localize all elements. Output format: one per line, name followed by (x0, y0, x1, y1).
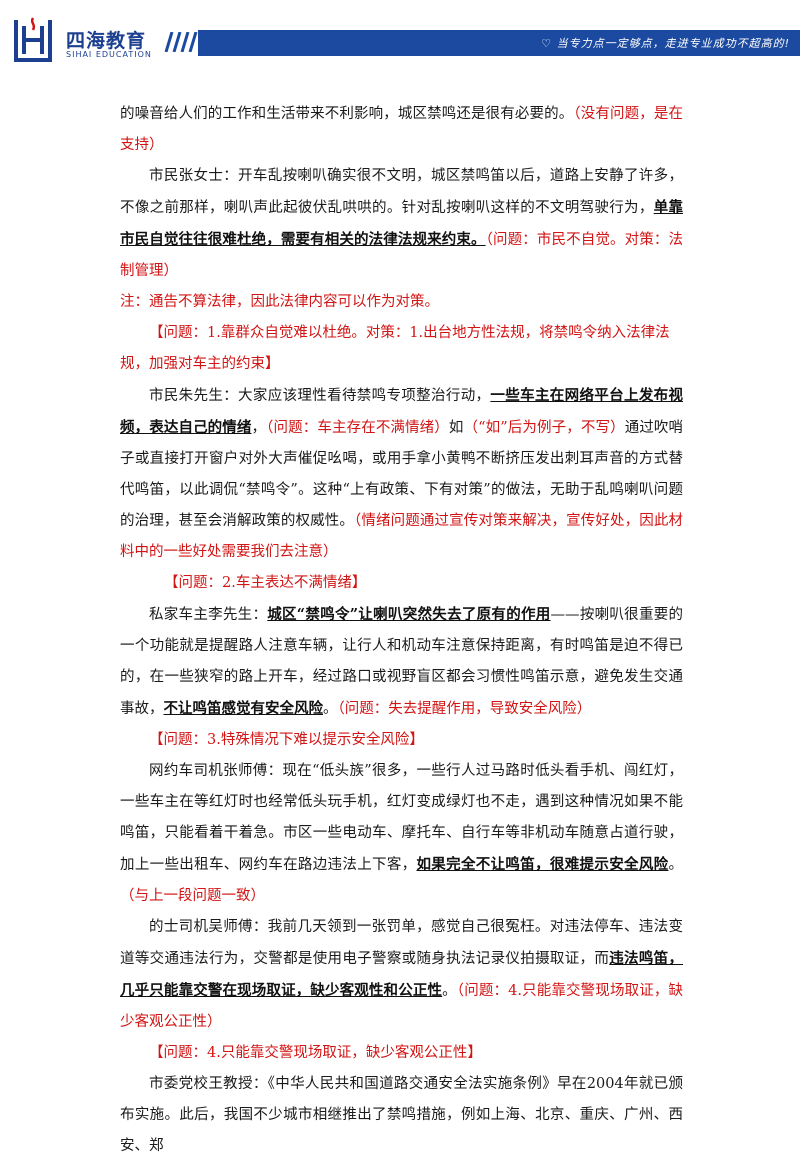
body-text: 的噪音给人们的工作和生活带来不利影响，城区禁鸣还是很有必要的。 (120, 106, 574, 122)
sihai-logo-icon (14, 17, 52, 62)
key-phrase: 单靠市民自觉往往很难杜绝，需要有相关的法律法规来约束。 (120, 199, 683, 248)
stripes-decoration (164, 32, 198, 52)
paragraph: 网约车司机张师傅：现在“低头族”很多，一些行人过马路时低头看手机、闯红灯，一些车… (120, 756, 683, 912)
body-text: 。 (323, 701, 338, 717)
body-text: 市民张女士：开车乱按喇叭确实很不文明，城区禁鸣笛以后，道路上安静了许多，不像之前… (120, 168, 683, 216)
issue-summary: 【问题：4.只能靠交警现场取证，缺少客观公正性】 (149, 1045, 482, 1061)
paragraph: 市民朱先生：大家应该理性看待禁鸣专项整治行动，一些车主在网络平台上发布视频，表达… (120, 380, 683, 568)
red-note: （问题：车主存在不满情绪） (266, 420, 449, 436)
logo-english: SIHAI EDUCATION (66, 50, 152, 59)
body-text: ， (251, 420, 267, 436)
key-phrase: 违法鸣笛，几乎只能靠交警在现场取证，缺少客观性和公正性 (120, 950, 684, 999)
header-slogan: ♡ 当专力点一定够点，走进专业成功不超高的! (541, 37, 790, 50)
body-text: 。 (442, 983, 457, 999)
body-text: 市委党校王教授：《中华人民共和国道路交通安全法实施条例》早在2004年就已颁布实… (120, 1076, 683, 1154)
red-note: （问题：失去提醒作用，导致安全风险） (337, 701, 592, 717)
paragraph: 的噪音给人们的工作和生活带来不利影响，城区禁鸣还是很有必要的。（没有问题，是在支… (120, 99, 683, 161)
red-note: （没有问题，是在支持） (120, 106, 683, 153)
body-text: ——按喇叭很重要的一个功能就是提醒路人注意车辆，让行人和机动车注意保持距离，有时… (120, 607, 684, 717)
red-note: （问题：市民不自觉。对策：法制管理） (120, 232, 683, 279)
paragraph: 市民张女士：开车乱按喇叭确实很不文明，城区禁鸣笛以后，道路上安静了许多，不像之前… (120, 161, 683, 287)
body-text: 。 (668, 857, 684, 873)
red-note: （与上一段问题一致） (120, 888, 265, 904)
issue-summary: 【问题：2.车主表达不满情绪】 (164, 575, 367, 591)
document-body: 的噪音给人们的工作和生活带来不利影响，城区禁鸣还是很有必要的。（没有问题，是在支… (120, 99, 683, 1162)
red-note: （问题：4.只能靠交警现场取证，缺少客观公正性） (120, 983, 684, 1030)
body-text: 如 (448, 420, 464, 436)
key-phrase: 不让鸣笛感觉有安全风险 (163, 700, 324, 717)
key-phrase: 城区“禁鸣令”让喇叭突然失去了原有的作用 (267, 606, 551, 623)
page-header: 四海教育 SIHAI EDUCATION ♡ 当专力点一定够点，走进专业成功不超… (0, 0, 800, 72)
red-note: （情绪问题通过宣传对策来解决，宣传好处，因此材料中的一些好处需要我们去注意） (120, 513, 683, 560)
red-note: 注：通告不算法律，因此法律内容可以作为对策。 (120, 294, 439, 310)
note-paragraph: 注：通告不算法律，因此法律内容可以作为对策。 (120, 287, 683, 318)
issue-summary: 【问题：1.靠群众自觉难以杜绝。对策：1.出台地方性法规，将禁鸣令纳入法律法规，… (120, 325, 670, 372)
body-text: 私家车主李先生： (149, 607, 268, 623)
paragraph: 私家车主李先生：城区“禁鸣令”让喇叭突然失去了原有的作用——按喇叭很重要的一个功… (120, 599, 683, 725)
paragraph: 市委党校王教授：《中华人民共和国道路交通安全法实施条例》早在2004年就已颁布实… (120, 1069, 683, 1162)
key-phrase: 如果完全不让鸣笛，很难提示安全风险 (416, 856, 669, 873)
key-phrase: 一些车主在网络平台上发布视频，表达自己的情绪 (120, 387, 684, 436)
body-text: 市民朱先生：大家应该理性看待禁鸣专项整治行动， (149, 388, 491, 404)
paragraph: 的士司机吴师傅：我前几天领到一张罚单，感觉自己很冤枉。对违法停车、违法变道等交通… (120, 912, 683, 1038)
issue-summary: 【问题：3.特殊情况下难以提示安全风险】 (149, 732, 424, 748)
body-text: 网约车司机张师傅：现在“低头族”很多，一些行人过马路时低头看手机、闯红灯，一些车… (120, 763, 683, 873)
body-text: 通过吹哨子或直接打开窗户对外大声催促吆喝，或用手拿小黄鸭不断挤压发出刺耳声音的方… (120, 420, 684, 529)
logo-name: 四海教育 (66, 30, 147, 52)
body-text: 的士司机吴师傅：我前几天领到一张罚单，感觉自己很冤枉。对违法停车、违法变道等交通… (120, 919, 683, 967)
red-note: （“如”后为例子，不写） (463, 420, 625, 436)
header-bar (198, 30, 800, 56)
